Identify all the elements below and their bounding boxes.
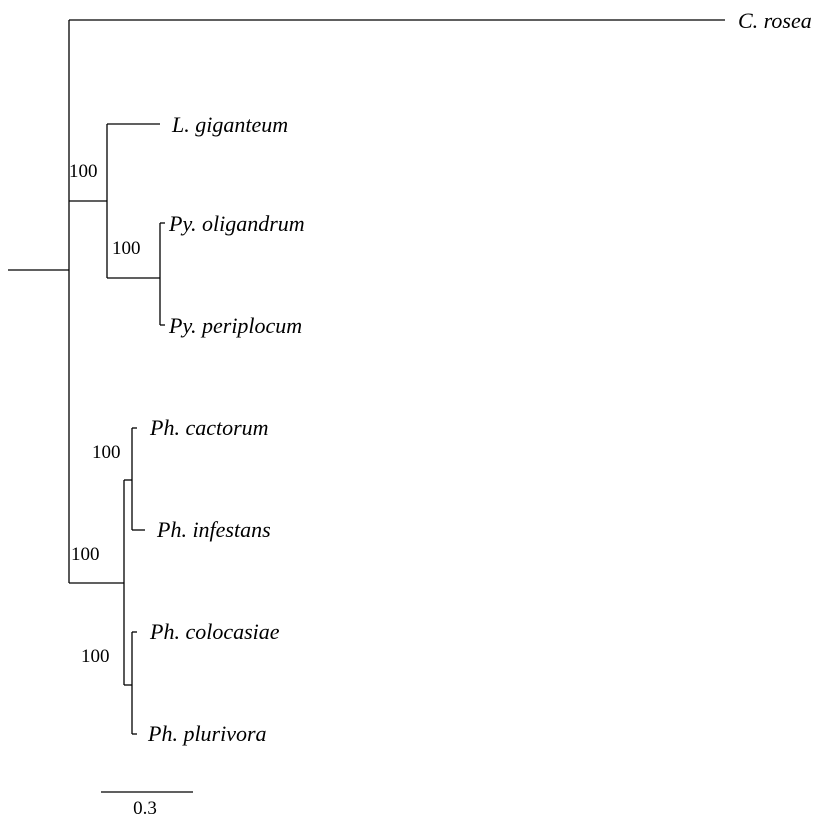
taxon-label-c-rosea: C. rosea	[738, 8, 812, 33]
bootstrap-pythium-lagenidium: 100	[69, 161, 98, 182]
scale-bar-label: 0.3	[133, 798, 157, 819]
taxon-label-py-oligandrum: Py. oligandrum	[168, 211, 305, 236]
bootstrap-colocasiae-plurivora: 100	[81, 646, 110, 667]
taxon-label-ph-cactorum: Ph. cactorum	[149, 415, 269, 440]
bootstrap-phytophthora: 100	[71, 544, 100, 565]
bootstrap-cactorum-infestans: 100	[92, 442, 121, 463]
taxon-label-l-giganteum: L. giganteum	[171, 112, 288, 137]
taxon-label-ph-infestans: Ph. infestans	[156, 517, 271, 542]
taxon-label-py-periplocum: Py. periplocum	[168, 313, 302, 338]
bootstrap-pythium: 100	[112, 238, 141, 259]
taxon-label-ph-colocasiae: Ph. colocasiae	[149, 619, 280, 644]
taxon-label-ph-plurivora: Ph. plurivora	[147, 721, 267, 746]
